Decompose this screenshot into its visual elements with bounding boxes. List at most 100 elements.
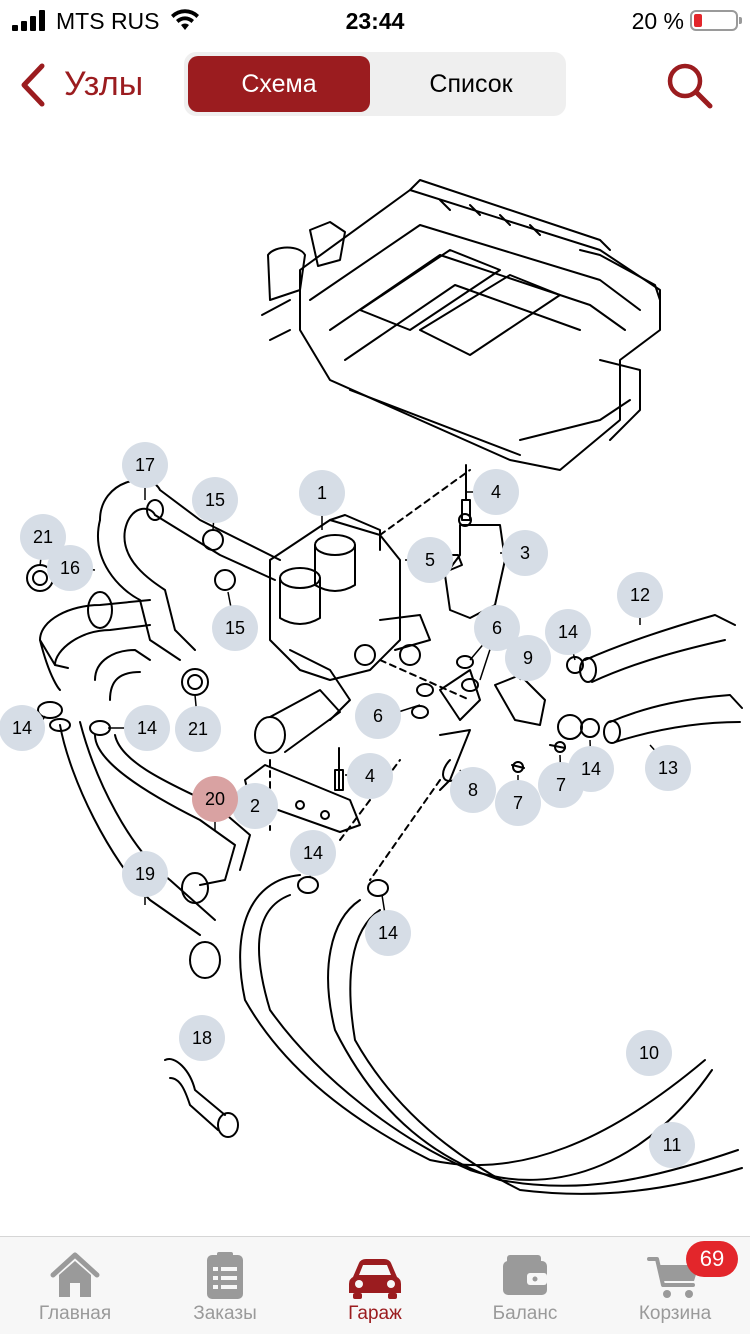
- hose-11-drawing: [327, 899, 739, 1187]
- hose-12-drawing: [584, 614, 736, 683]
- car-icon: [349, 1259, 401, 1299]
- callout-3-label: 3: [520, 543, 530, 563]
- home-icon: [50, 1252, 100, 1297]
- callout-14-d-label: 14: [12, 718, 32, 738]
- callout-4-bottom: [347, 753, 393, 799]
- tab-home[interactable]: Главная: [0, 1237, 150, 1334]
- hose-13-drawing: [609, 694, 743, 743]
- callout-14-f-label: 14: [378, 923, 398, 943]
- callout-11: [649, 1122, 695, 1168]
- tab-garage[interactable]: Гараж: [300, 1237, 450, 1334]
- callout-14-a: [545, 609, 591, 655]
- tab-cart-label: Корзина: [638, 1303, 712, 1324]
- parts-diagram[interactable]: 1 4 3 5 6 6 9 14 12 13 14 7 7 8 4 2 20 1…: [0, 150, 750, 1230]
- status-bar: MTS RUS 23:44 20 %: [0, 0, 750, 40]
- tab-home-label: Главная: [38, 1303, 112, 1324]
- tab-cart[interactable]: Корзина 69: [600, 1237, 750, 1334]
- callout-9-label: 9: [523, 648, 533, 668]
- battery-icon: [690, 10, 742, 31]
- callout-13: [645, 745, 691, 791]
- callout-6-left: [355, 693, 401, 739]
- orders-icon: [207, 1252, 243, 1299]
- chevron-left-icon[interactable]: [14, 62, 54, 108]
- callout-7-b: [495, 780, 541, 826]
- tab-balance[interactable]: Баланс: [450, 1237, 600, 1334]
- hose-18-drawing: [164, 1058, 226, 1131]
- wifi-icon: [171, 9, 199, 30]
- callout-9: [505, 635, 551, 681]
- callout-3: [502, 530, 548, 576]
- callout-15-bottom: [212, 605, 258, 651]
- callout-7-a-label: 7: [556, 775, 566, 795]
- callout-21-right-label: 21: [188, 719, 208, 739]
- signal-icon: [12, 9, 48, 31]
- segment-scheme[interactable]: Схема: [188, 56, 370, 112]
- hose-10-drawing: [239, 874, 706, 1167]
- tab-garage-label: Гараж: [348, 1303, 402, 1324]
- callout-10-label: 10: [639, 1043, 659, 1063]
- status-time: 23:44: [345, 8, 405, 34]
- callout-21-left: [20, 514, 66, 560]
- callout-14-f: [365, 910, 411, 956]
- valve-block-drawing: [254, 514, 431, 754]
- tab-balance-label: Баланс: [492, 1303, 558, 1324]
- callout-18-label: 18: [192, 1028, 212, 1048]
- callout-2-label: 2: [250, 796, 260, 816]
- callout-4-top: [473, 469, 519, 515]
- callout-19: [122, 851, 168, 897]
- callout-16: [47, 545, 93, 591]
- search-icon[interactable]: [664, 60, 714, 110]
- tab-orders[interactable]: Заказы: [150, 1237, 300, 1334]
- callout-6-right: [474, 605, 520, 651]
- callout-13-label: 13: [658, 758, 678, 778]
- callout-20-label: 20: [205, 789, 225, 809]
- callout-15-top-label: 15: [205, 490, 225, 510]
- callout-14-c: [124, 705, 170, 751]
- callout-21-left-label: 21: [33, 527, 53, 547]
- view-segmented-control: Схема Список: [184, 52, 566, 116]
- callout-18: [179, 1015, 225, 1061]
- callout-8: [450, 767, 496, 813]
- callout-11-label: 11: [663, 1135, 682, 1155]
- wallet-icon: [503, 1255, 547, 1295]
- callout-15-bottom-label: 15: [225, 618, 245, 638]
- callout-14-b-label: 14: [581, 759, 601, 779]
- carrier-name: MTS RUS: [56, 8, 160, 34]
- callout-15-top: [192, 477, 238, 523]
- callout-20: [192, 776, 238, 822]
- callout-5-label: 5: [425, 550, 435, 570]
- callout-19-label: 19: [135, 864, 155, 884]
- bracket-drawing: [444, 524, 506, 619]
- callout-7-a: [538, 762, 584, 808]
- callout-12-label: 12: [630, 585, 650, 605]
- callout-14-e: [290, 830, 336, 876]
- parts-diagram-drawing: 1 4 3 5 6 6 9 14 12 13 14 7 7 8 4 2 20 1…: [0, 179, 743, 1195]
- callout-16-label: 16: [60, 558, 80, 578]
- callout-5: [407, 537, 453, 583]
- callout-2: [232, 783, 278, 829]
- callout-6-right-label: 6: [492, 618, 502, 638]
- callout-12: [617, 572, 663, 618]
- callout-8-label: 8: [468, 780, 478, 800]
- callout-14-e-label: 14: [303, 843, 323, 863]
- cart-badge: 69: [686, 1241, 738, 1277]
- battery-percent: 20 %: [631, 8, 684, 34]
- back-button[interactable]: Узлы: [64, 65, 144, 103]
- callout-1: [299, 470, 345, 516]
- tab-orders-label: Заказы: [193, 1303, 257, 1324]
- tab-bar: Главная Заказы Гараж Баланс: [0, 1236, 750, 1334]
- callout-17: [122, 442, 168, 488]
- callout-7-b-label: 7: [513, 793, 523, 813]
- callout-17-label: 17: [135, 455, 155, 475]
- callouts: [0, 442, 695, 1168]
- battery-level: [694, 14, 702, 27]
- callout-10: [626, 1030, 672, 1076]
- navigation-bar: Узлы Схема Список: [0, 40, 750, 130]
- callout-4-top-label: 4: [491, 482, 501, 502]
- callout-14-a-label: 14: [558, 622, 578, 642]
- callout-21-right: [175, 706, 221, 752]
- callout-14-d: [0, 705, 45, 751]
- callout-1-label: 1: [317, 483, 327, 503]
- callout-14-c-label: 14: [137, 718, 157, 738]
- segment-list[interactable]: Список: [429, 70, 513, 98]
